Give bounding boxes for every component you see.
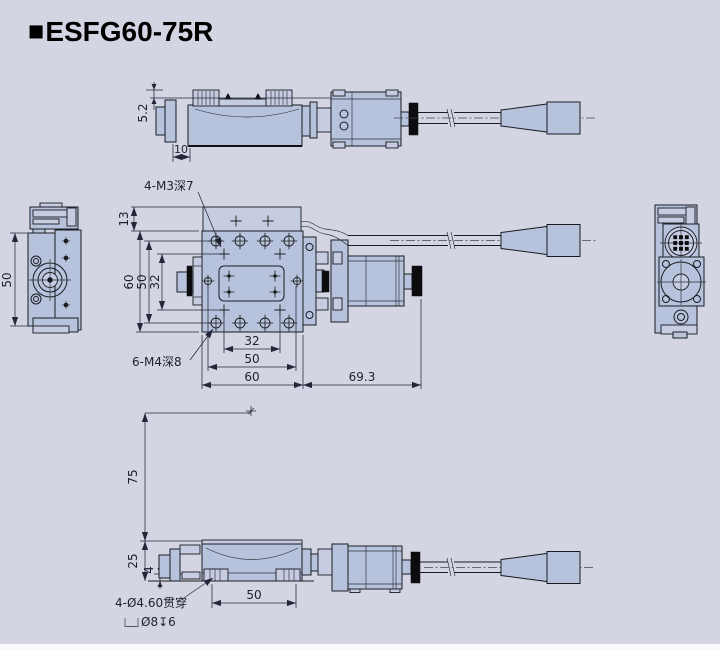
cable-connector [500,224,581,257]
view-left-end: 50 [0,202,82,334]
page-bottom-edge [0,644,720,650]
motor-face [657,256,706,307]
title-square-marker: ■ [28,15,45,46]
drawing-title: ■ ESFG60-75R [28,16,213,48]
dim-bottom-base-thickness: 4 [142,566,156,574]
datum-point-mark [246,406,256,416]
cable-connector [500,101,581,135]
cable-bottom-view [420,551,594,584]
dim-plan-width: 60 [244,370,259,384]
dim-plan-inner-rows: 32 [148,274,162,289]
view-side-elevation-bottom: 75 25 4 [115,406,594,629]
dim-top-offset: 10 [174,143,188,156]
counterbore-icon [124,618,139,627]
dim-plan-hole-rows: 50 [135,274,149,289]
motor-block-bottom-view [331,543,403,593]
dim-bottom-overall-height: 75 [126,469,140,484]
manual-knob-bottom-view [410,551,421,584]
mount-foot-right [275,568,301,582]
manual-knob-plan [411,265,423,297]
leader-counterbore: Ø8↧6 [141,615,176,629]
dim-plan-inner-cols: 32 [244,334,259,348]
view-right-end [654,204,706,339]
dim-bottom-body-height: 25 [126,553,140,568]
dim-top-travel: 5.2 [136,103,150,122]
leader-through-holes: 4-Ø4.60贯穿 [115,595,187,610]
dim-plan-height: 60 [122,274,136,289]
dim-plan-top-plate: 13 [117,211,131,226]
view-plan: 4-M3深7 6-M4深8 13 60 50 32 32 50 60 69.3 [117,179,596,389]
dim-bottom-hole-span: 50 [246,588,261,602]
cable-connector [500,551,581,584]
dim-plan-hole-cols: 50 [244,352,259,366]
cable-plan [300,221,596,257]
manual-knob-top-view [408,102,419,136]
mount-foot-left [203,568,229,582]
center-bore [29,259,71,301]
motor-block-top-view [330,89,402,149]
leader-m3-holes: 4-M3深7 [144,179,194,193]
title-text: ESFG60-75R [45,16,214,47]
leader-m4-holes: 6-M4深8 [132,355,182,369]
dim-left-height: 50 [0,272,14,287]
view-side-elevation-top: 5.2 10 [136,82,596,162]
cable-top-view [394,101,596,135]
motor-assembly-plan [302,236,423,326]
dim-plan-motor-length: 69.3 [349,370,376,384]
